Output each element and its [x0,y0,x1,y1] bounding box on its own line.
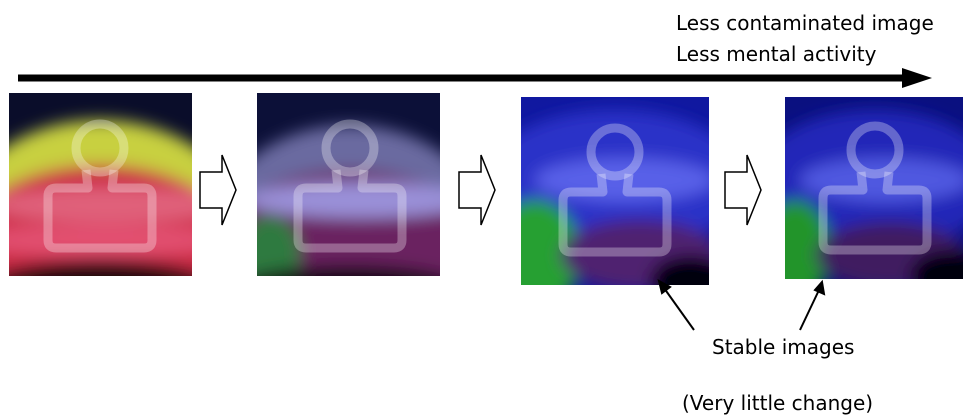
little-change-note: (Very little change) [682,391,874,415]
hollow-right-arrow-icon [199,154,237,226]
pointer-arrow [799,279,826,331]
thumbnail-stage-2 [257,93,440,276]
hollow-right-arrow-icon [724,154,762,226]
progress-arrow [18,68,932,88]
pointer-arrow [657,279,695,331]
hollow-right-arrow-icon [458,154,496,226]
thumbnail-stage-1 [9,93,192,276]
caption-less-mental-activity: Less mental activity [676,42,877,66]
caption-less-contaminated: Less contaminated image [676,11,934,35]
thumbnail-stage-3 [521,97,709,285]
thumbnail-stage-4 [785,97,963,279]
stable-images-label: Stable images [712,335,855,359]
